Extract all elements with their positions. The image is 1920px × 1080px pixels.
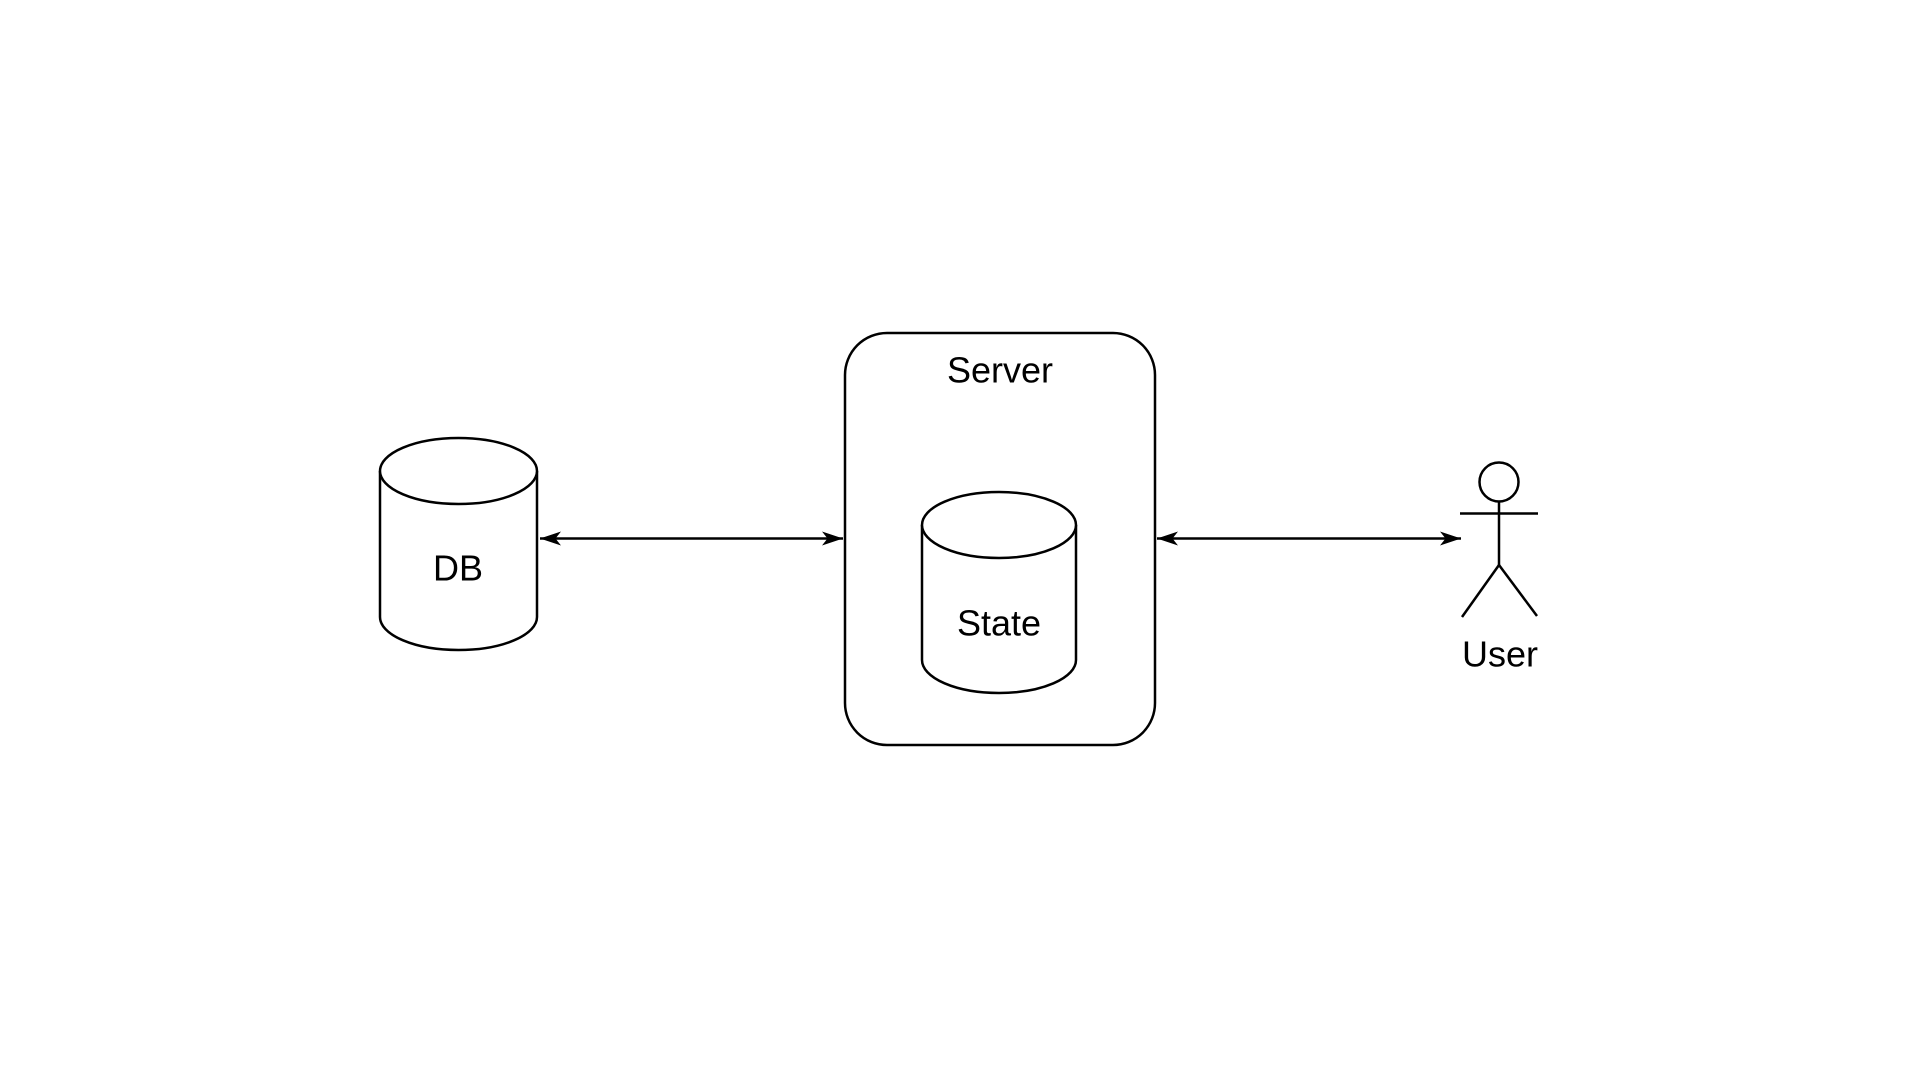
- database-icon: [378, 436, 539, 652]
- state-label: State: [957, 603, 1041, 644]
- actor-icon: [1460, 461, 1539, 618]
- server-label: Server: [947, 350, 1053, 391]
- state-node: State: [920, 490, 1078, 695]
- user-node: User: [1460, 461, 1539, 675]
- actor-head: [1478, 461, 1520, 503]
- actor-right-leg: [1497, 564, 1539, 617]
- database-icon: [920, 490, 1078, 695]
- db-cylinder-body: [378, 471, 539, 652]
- user-label: User: [1462, 634, 1538, 675]
- actor-left-leg: [1460, 564, 1501, 618]
- db-label: DB: [433, 548, 483, 589]
- state-cylinder-body: [920, 525, 1078, 695]
- state-cylinder-top: [920, 490, 1078, 560]
- db-node: DB: [378, 436, 539, 652]
- db-cylinder-top: [378, 436, 539, 506]
